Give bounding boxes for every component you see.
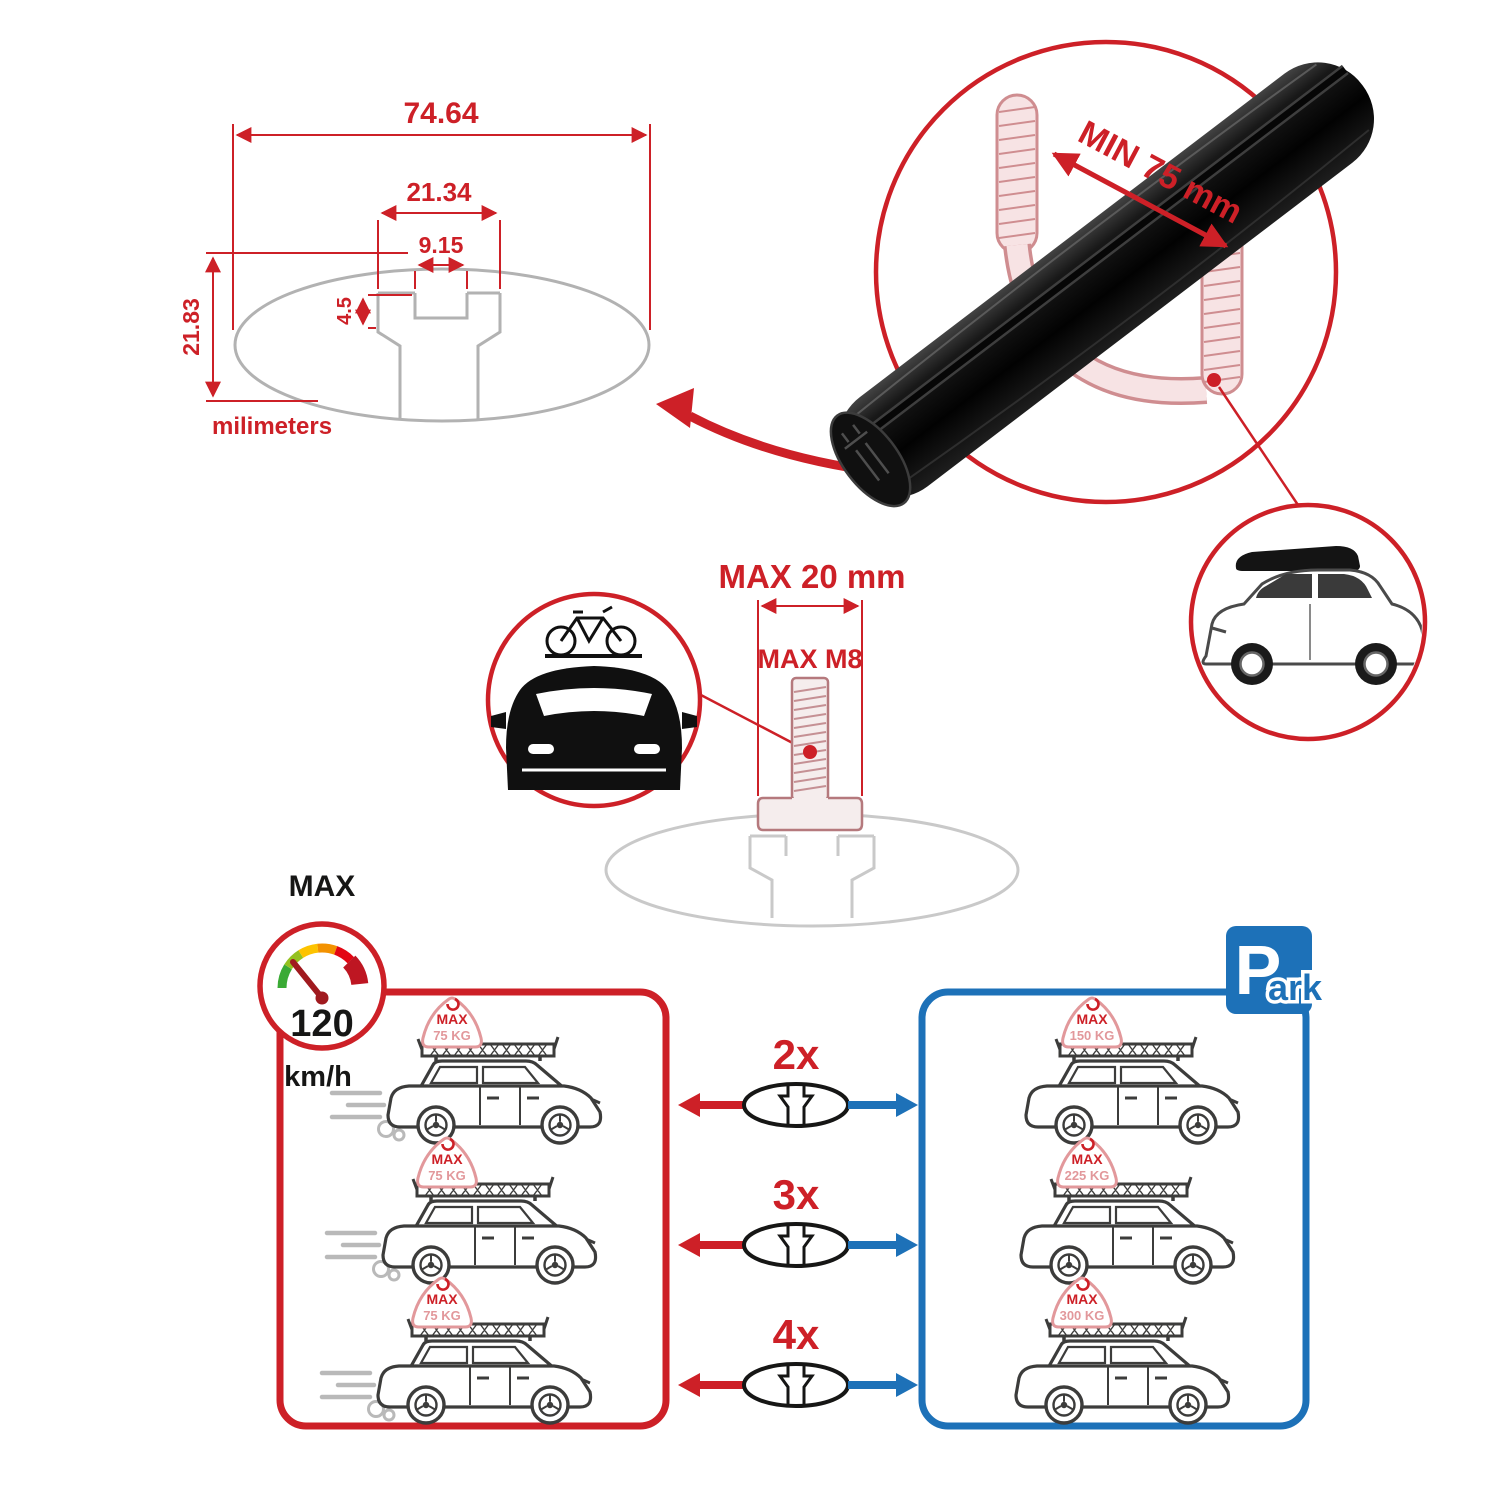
tag-weight: 150 KG <box>1070 1028 1115 1043</box>
rod-threads <box>998 106 1036 239</box>
bolt-threads <box>793 686 827 792</box>
crossbar-bottom-sheen <box>897 129 1370 487</box>
suv-rim <box>1363 651 1389 677</box>
tag-label: MAX <box>426 1291 458 1307</box>
crossbar-zoom-circle: MIN 75 mm <box>829 39 1374 509</box>
profile-channel <box>777 1225 815 1265</box>
tag-label: MAX <box>431 1151 463 1167</box>
tag-weight: 75 KG <box>423 1308 461 1323</box>
gauge-needle <box>290 959 325 1001</box>
car-windshield <box>536 688 652 716</box>
blue-arrow-head <box>896 1093 918 1117</box>
end-face-profile <box>840 424 890 482</box>
bike-car-circle <box>485 591 807 809</box>
bolt-callout-dot <box>803 745 817 759</box>
tag-label: MAX <box>436 1011 468 1027</box>
suv-front-window <box>1256 574 1312 598</box>
gauge-arc-orange <box>317 943 338 955</box>
callout-line-to-suv <box>1217 386 1302 509</box>
park-sign-letter: P <box>1235 931 1282 1009</box>
multiplier-row-3: 4x <box>678 1311 918 1408</box>
park-sign-rest: ark <box>1268 967 1323 1008</box>
speed-unit: km/h <box>284 1061 352 1093</box>
bike-illustration <box>545 605 642 658</box>
suv-rim <box>1239 651 1265 677</box>
t-slot-profile <box>376 291 502 419</box>
dim-slot-width-value: 9.15 <box>419 232 464 258</box>
gauge-ring <box>257 921 387 1051</box>
tag-label: MAX <box>1066 1291 1098 1307</box>
suv-rear-window <box>1318 574 1372 598</box>
tag-label: MAX <box>1071 1151 1103 1167</box>
speed-limit-gauge: MAX 120 km/h <box>257 870 387 1093</box>
red-arrow-head <box>678 1093 700 1117</box>
red-arrow-head <box>678 1233 700 1257</box>
crossbar-cross-section-ellipse <box>233 267 651 423</box>
bolt-max-width-label: MAX 20 mm <box>718 558 905 595</box>
dim-unit-label: milimeters <box>212 413 332 440</box>
tag-weight: 300 KG <box>1060 1308 1105 1323</box>
suv-roofbox-circle <box>1188 502 1428 742</box>
roof-box <box>1235 546 1360 571</box>
profile-ellipse <box>742 1082 850 1128</box>
callout-line-to-bolt <box>698 692 807 752</box>
rod-body <box>995 93 1039 255</box>
crossbar-groove-edges <box>850 64 1349 449</box>
park-sign-plate <box>1226 926 1312 1014</box>
speed-max-label: MAX <box>289 870 356 903</box>
park-sign: P ark <box>1226 926 1327 1014</box>
tag-weight: 75 KG <box>428 1168 466 1183</box>
suv-headlight <box>1211 626 1227 634</box>
crossbar-body <box>838 62 1374 498</box>
profile-ellipse <box>742 1222 850 1268</box>
dim-flange-width-value: 21.34 <box>406 177 472 207</box>
dim-slot-depth-value: 4.5 <box>334 297 356 325</box>
suv-illustration <box>1201 546 1422 685</box>
car-headlight-left <box>528 744 554 754</box>
blue-arrow-head <box>896 1373 918 1397</box>
gauge-arc-redzone <box>342 955 369 986</box>
dimension-diagram: 74.64 21.34 9.15 4.5 21.83 milimeters <box>178 97 651 440</box>
gauge-pivot <box>315 991 329 1005</box>
car-front-silhouette <box>491 666 697 790</box>
bolt-diagram: MAX 20 mm MAX M8 <box>604 558 1020 928</box>
speed-value: 120 <box>290 1003 353 1045</box>
gauge-arc-yellow <box>298 943 319 959</box>
profile-channel <box>777 1085 815 1125</box>
threaded-rod-left <box>995 93 1039 255</box>
red-arrow-head <box>678 1373 700 1397</box>
driving-cars: MAX 75 KG MAX 75 KG MAX 75 KG <box>322 996 603 1425</box>
gauge-arc-green <box>277 964 293 989</box>
multiplier-2x: 2x <box>773 1031 820 1078</box>
dim-total-height-value: 21.83 <box>178 298 204 356</box>
multiplier-3x: 3x <box>773 1171 820 1218</box>
callout-dot <box>1207 373 1221 387</box>
crossbar-profile-icon <box>742 1222 850 1268</box>
car-headlight-right <box>634 744 660 754</box>
bolt-hammer-head <box>756 796 864 832</box>
tag-weight: 75 KG <box>433 1028 471 1043</box>
min-span-arrow <box>1051 151 1229 249</box>
profile-channel <box>777 1365 815 1405</box>
profile-ellipse <box>742 1362 850 1408</box>
arrow-head <box>656 388 694 428</box>
dim-total-width-value: 74.64 <box>403 97 478 130</box>
faded-profile-channel <box>748 834 876 918</box>
multiplier-row-2: 3x <box>678 1171 918 1268</box>
crossbar-end-face <box>829 411 912 508</box>
t-bolt <box>756 676 864 832</box>
tag-label: MAX <box>1076 1011 1108 1027</box>
crossbar-profile-icon <box>742 1362 850 1408</box>
blue-arrow-head <box>896 1233 918 1257</box>
bike-frame <box>559 605 623 645</box>
multiplier-4x: 4x <box>773 1311 820 1358</box>
multiplier-row-1: 2x <box>678 1031 918 1128</box>
tag-weight: 225 KG <box>1065 1168 1110 1183</box>
bolt-max-thread-label: MAX M8 <box>757 644 862 674</box>
parked-cars: MAX 150 KG MAX 225 KG MAX 300 KG <box>1014 996 1241 1425</box>
crossbar-profile-icon <box>742 1082 850 1128</box>
